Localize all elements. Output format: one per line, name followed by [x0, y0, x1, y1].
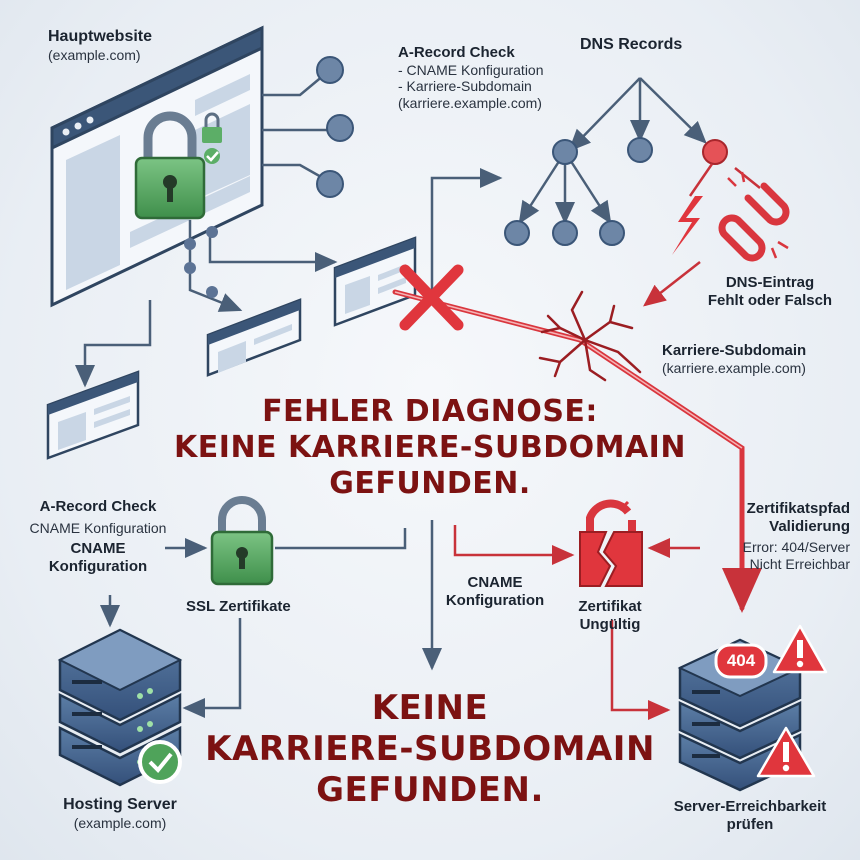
headline-bottom-line: GEFUNDEN.: [316, 769, 544, 810]
broken-lock-icon: [579, 499, 643, 587]
main-website-label: Hauptwebsite (example.com): [48, 28, 152, 63]
dns-node-icon: [627, 137, 653, 163]
node-icon: [206, 226, 218, 238]
hosting-server-domain: (example.com): [73, 814, 167, 831]
a-record-top-title: A-Record Check: [398, 44, 515, 61]
cname-center-line1: CNAME: [467, 574, 523, 591]
error-404-text: 404: [726, 651, 756, 670]
cert-invalid-line2: Ungültig: [579, 615, 641, 633]
sub-browser-icon-2: [206, 298, 302, 377]
dns-tree-connectors: [518, 77, 707, 225]
headline-main: FEHLER DIAGNOSE: KEINE KARRIERE-SUBDOMAI…: [130, 394, 730, 502]
crack-icon: [538, 290, 642, 382]
main-website-domain: (example.com): [48, 46, 141, 63]
a-record-top-item: - Karriere-Subdomain: [398, 78, 532, 95]
small-check-icon: [204, 148, 220, 164]
dns-error-node-icon: [702, 139, 728, 165]
dns-entry-label: DNS-Eintrag Fehlt oder Falsch: [690, 274, 850, 309]
server-check-label: Server-Erreichbarkeit prüfen: [650, 798, 850, 833]
cert-invalid-label: Zertifikat Ungültig: [560, 598, 660, 633]
node-icon: [316, 56, 344, 84]
main-website-title: Hauptwebsite: [48, 28, 153, 45]
headline-main-line: KEINE KARRIERE-SUBDOMAIN: [174, 430, 686, 465]
node-icon: [184, 238, 196, 250]
warning-icon: [772, 624, 828, 674]
headline-bottom: KEINE KARRIERE-SUBDOMAIN GEFUNDEN.: [200, 688, 660, 810]
a-record-left-sub: CNAME Konfiguration: [29, 519, 167, 536]
a-record-left-title: A-Record Check: [39, 498, 157, 515]
cname-center-line2: Konfiguration: [445, 591, 545, 609]
warning-icon: [756, 726, 816, 778]
dns-node-icon: [504, 220, 530, 246]
small-lock-icon: [202, 112, 222, 143]
broken-chain-icon: [718, 182, 790, 262]
chain-break-spark: [727, 171, 789, 259]
dns-node-icon: [552, 139, 578, 165]
server-ok-check-icon: [138, 740, 182, 784]
node-icon: [316, 170, 344, 198]
dns-entry-line2: Fehlt oder Falsch: [707, 291, 833, 309]
dns-node-icon: [599, 220, 625, 246]
hosting-server-title: Hosting Server: [63, 796, 177, 813]
career-subdomain-title: Karriere-Subdomain: [662, 342, 807, 359]
error-x-icon: [399, 264, 464, 331]
node-icon: [184, 262, 196, 274]
cname-center-label: CNAME Konfiguration: [430, 574, 560, 609]
a-record-left-label: A-Record Check CNAME Konfiguration CNAME…: [8, 498, 188, 576]
headline-main-line: FEHLER DIAGNOSE:: [262, 394, 598, 429]
headline-bottom-line: KEINE: [371, 688, 489, 728]
headline-bottom-line: KARRIERE-SUBDOMAIN: [205, 728, 655, 769]
cert-invalid-line1: Zertifikat: [578, 598, 642, 615]
career-subdomain-label: Karriere-Subdomain (karriere.example.com…: [662, 342, 852, 376]
error-404-badge: [714, 643, 768, 679]
cert-path-label: Zertifikatspfad Validierung Error: 404/S…: [660, 500, 850, 572]
cname-left-line1: CNAME: [70, 540, 126, 558]
career-subdomain-domain: (karriere.example.com): [662, 359, 806, 376]
node-icon: [206, 286, 218, 298]
a-record-top-item: - CNAME Konfiguration: [398, 61, 544, 78]
cert-path-error2: Nicht Erreichbar: [749, 555, 850, 572]
server-check-line2: prüfen: [726, 815, 774, 833]
node-icon: [326, 114, 354, 142]
sub-browser-icon-1: [333, 236, 417, 327]
browser-node-connectors: [262, 69, 335, 184]
ssl-lock-icon: [210, 496, 274, 586]
a-record-top-label: A-Record Check - CNAME Konfiguration - K…: [398, 44, 598, 111]
a-record-top-item: (karriere.example.com): [398, 94, 542, 111]
main-website-lock-icon: [134, 111, 206, 220]
headline-main-line: GEFUNDEN.: [329, 466, 531, 501]
cert-path-error1: Error: 404/Server: [742, 539, 850, 556]
ssl-label: SSL Zertifikate: [186, 598, 291, 615]
lightning-icon: [672, 196, 703, 255]
cert-path-line1: Zertifikatspfad: [746, 500, 850, 517]
cname-left-line2: Konfiguration: [48, 557, 148, 575]
cert-path-line2: Validierung: [769, 517, 850, 535]
dns-records-title: DNS Records: [580, 36, 683, 53]
dns-node-icon: [552, 220, 578, 246]
ssl-connector: [275, 528, 407, 550]
hosting-server-label: Hosting Server (example.com): [20, 796, 220, 831]
sub-browser-icon-3: [46, 370, 140, 460]
dns-entry-line1: DNS-Eintrag: [725, 274, 815, 291]
server-check-line1: Server-Erreichbarkeit: [673, 798, 827, 815]
